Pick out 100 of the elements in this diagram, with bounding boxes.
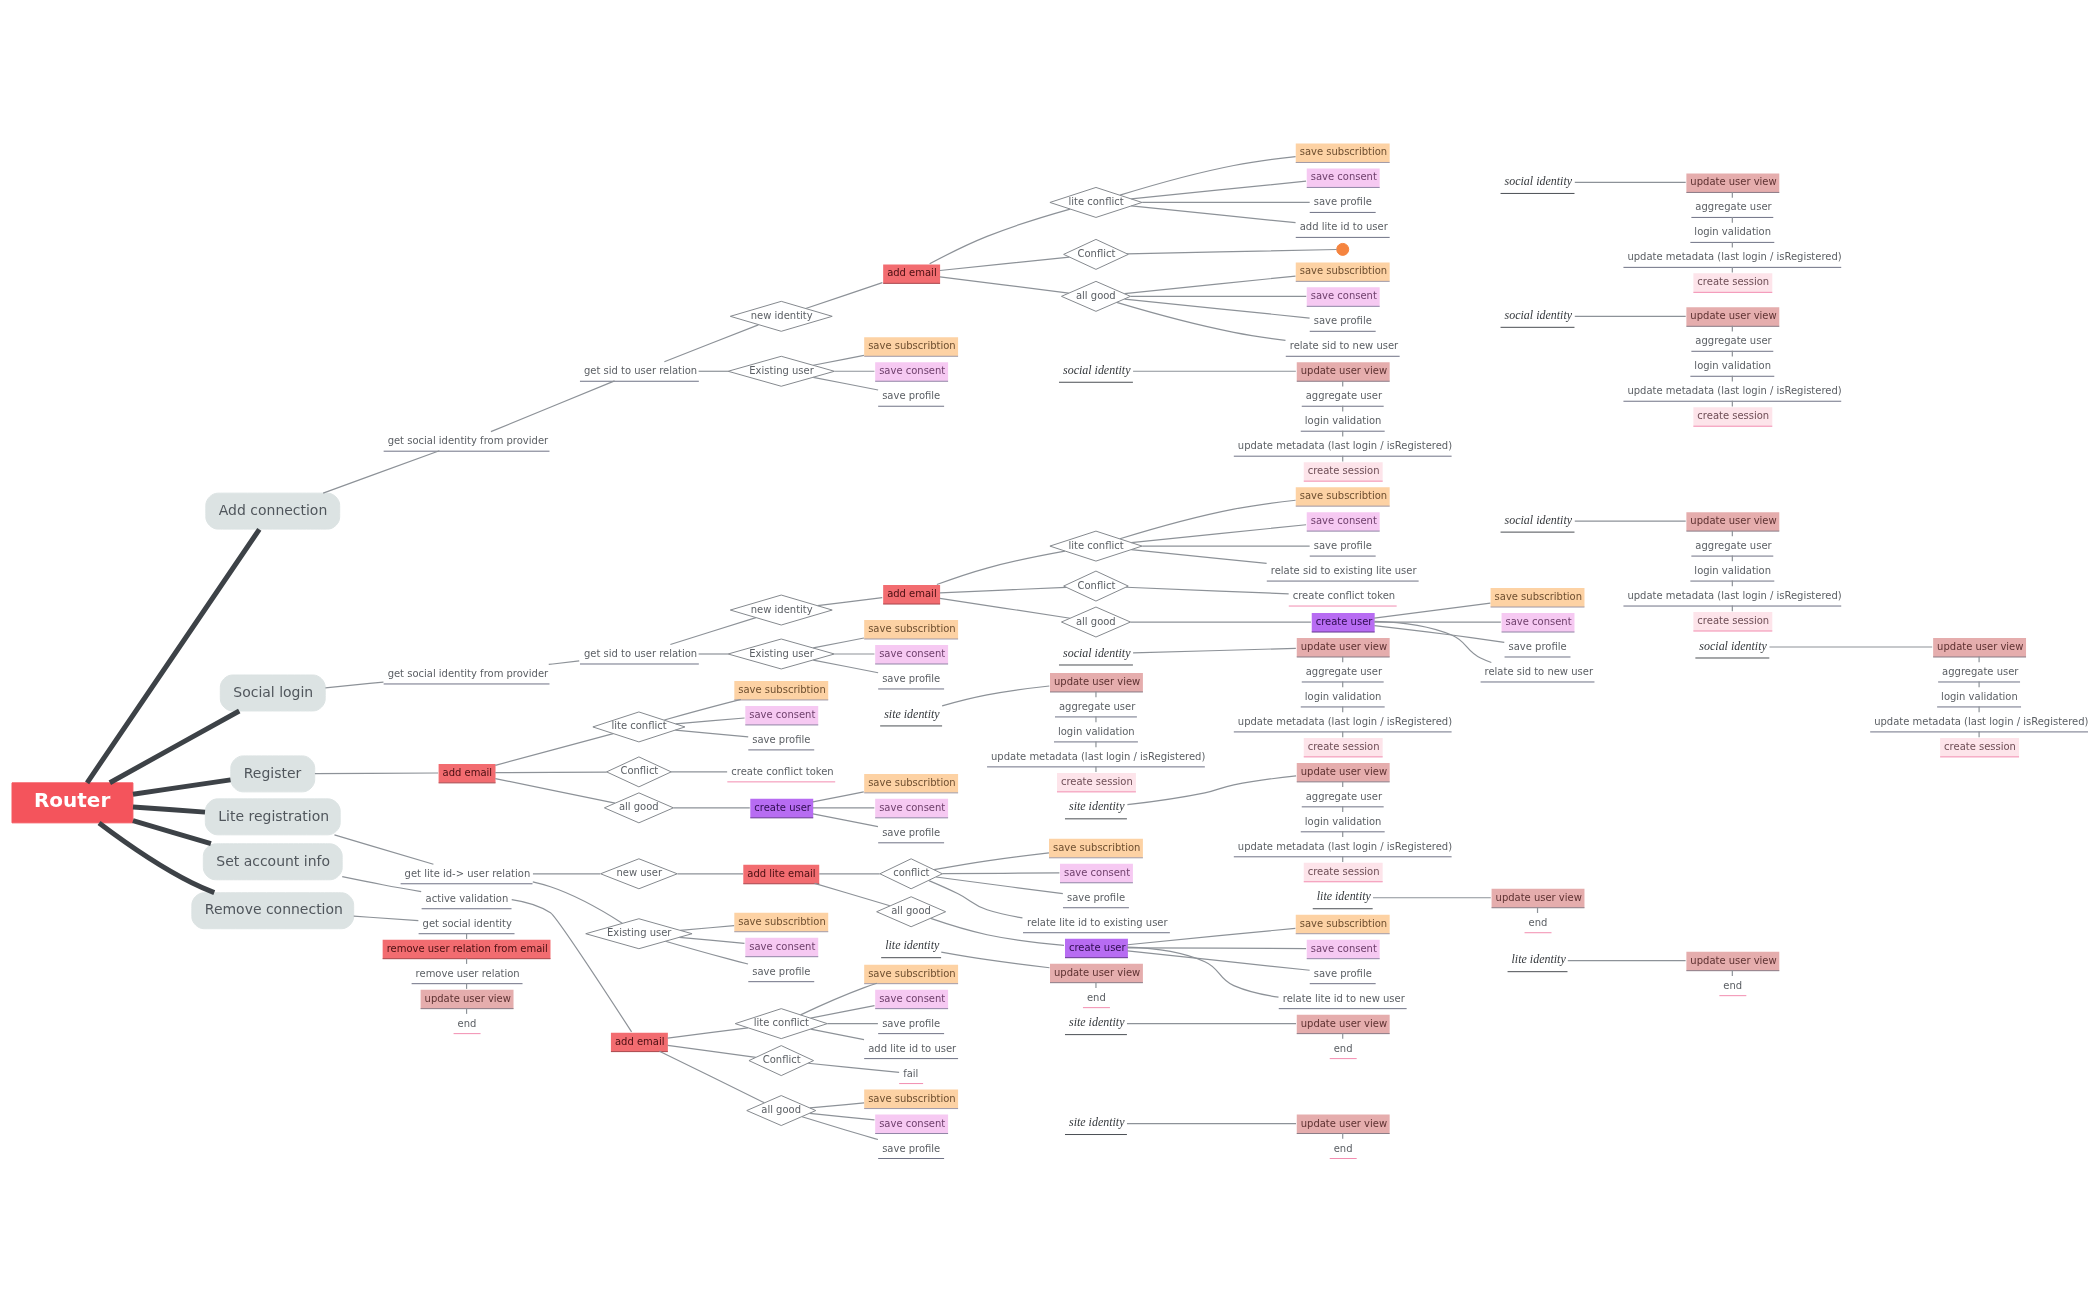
node-text: get social identity from provider xyxy=(387,667,549,679)
node-diamond: lite conflict xyxy=(1049,186,1143,218)
connector xyxy=(1373,624,1505,643)
connector xyxy=(1372,896,1492,898)
connector xyxy=(1095,765,1097,773)
node-diamond: Conflict xyxy=(606,755,672,787)
node-text: login validation xyxy=(1304,815,1382,827)
connector xyxy=(698,652,729,655)
connector xyxy=(676,872,744,874)
connector xyxy=(341,875,422,892)
connector xyxy=(1095,981,1097,988)
node-text: aggregate user xyxy=(1695,334,1772,346)
connector xyxy=(1768,645,1933,648)
connector xyxy=(1119,499,1297,539)
node-text: social identity xyxy=(1062,362,1131,377)
connector xyxy=(1119,155,1297,196)
connector xyxy=(834,652,876,655)
connector xyxy=(809,1112,876,1120)
node-text: end xyxy=(1528,916,1548,928)
node-text: relate sid to existing lite user xyxy=(1270,564,1417,576)
connector xyxy=(511,898,633,1032)
connector xyxy=(936,550,1066,585)
node-text: social identity xyxy=(1699,638,1767,653)
connector xyxy=(1373,620,1502,623)
node-text: save profile xyxy=(752,733,811,745)
node-text: fail xyxy=(903,1067,919,1079)
node-text: save profile xyxy=(1066,891,1126,903)
connector xyxy=(132,804,206,815)
connector xyxy=(1130,523,1307,543)
connector xyxy=(324,681,385,688)
connector xyxy=(812,376,879,391)
node-text: update metadata (last login / isRegistered) xyxy=(1627,250,1842,262)
node-diamond: Existing user xyxy=(727,638,835,669)
node-text: add lite id to user xyxy=(868,1042,957,1054)
node-text: update metadata (last login / isRegistered) xyxy=(1627,384,1842,396)
node-text: save profile xyxy=(1313,314,1372,326)
connector xyxy=(939,255,1070,271)
connector xyxy=(1130,548,1268,564)
connector xyxy=(658,1050,765,1103)
node-text: get social identity from provider xyxy=(387,434,549,446)
node-text: save profile xyxy=(1508,640,1567,652)
connector xyxy=(1129,295,1307,297)
connector xyxy=(132,817,212,846)
connector xyxy=(664,940,749,965)
connector xyxy=(1374,620,1492,663)
connector xyxy=(494,732,614,766)
connector xyxy=(674,729,749,738)
connector xyxy=(1978,680,1980,688)
connector xyxy=(667,1026,749,1039)
connector xyxy=(679,924,735,931)
node-text: active validation xyxy=(425,892,509,904)
node-box: Lite registration xyxy=(204,797,341,835)
connector xyxy=(1126,774,1297,805)
node-text: social identity xyxy=(1504,173,1573,188)
connector xyxy=(494,770,608,773)
node-diamond: Existing user xyxy=(727,355,835,387)
node-diamond: lite conflict xyxy=(734,1007,828,1039)
connector xyxy=(810,1004,876,1019)
connector xyxy=(935,875,1064,894)
connector xyxy=(490,379,616,432)
connector xyxy=(812,658,879,673)
connector xyxy=(939,597,1071,619)
connector xyxy=(1129,620,1312,623)
node-diamond: all good xyxy=(1060,606,1131,637)
node-text: create conflict token xyxy=(1292,589,1396,601)
node-diamond: Conflict xyxy=(1063,570,1129,602)
connector xyxy=(933,851,1050,870)
connector xyxy=(929,207,1071,264)
node-diamond: Conflict xyxy=(1063,238,1129,270)
node-text: social identity xyxy=(1062,645,1131,660)
node-text: lite identity xyxy=(1511,951,1566,966)
node-text: aggregate user xyxy=(1695,539,1772,551)
connector xyxy=(939,275,1070,294)
connector xyxy=(812,812,879,827)
node-diamond: all good xyxy=(603,791,674,823)
connector xyxy=(1141,545,1311,547)
node-box: Add connection xyxy=(205,492,341,530)
connector xyxy=(1978,705,1980,713)
connector xyxy=(670,770,728,772)
node-diamond: all good xyxy=(876,895,947,927)
node-text: update metadata (last login / isRegistered) xyxy=(991,750,1206,762)
connector xyxy=(675,716,746,724)
connector xyxy=(1373,601,1491,619)
node-text: save profile xyxy=(1313,967,1372,979)
connector xyxy=(132,776,231,797)
connector xyxy=(1123,275,1297,294)
connector xyxy=(939,586,1067,593)
node-text: get social identity xyxy=(422,917,512,929)
connector xyxy=(1126,1122,1297,1124)
node-text: site identity xyxy=(884,706,940,721)
node-text: social identity xyxy=(1504,307,1573,322)
connector xyxy=(812,354,865,366)
node-text: create conflict token xyxy=(731,765,834,777)
connector xyxy=(108,708,241,785)
node-diamond: new identity xyxy=(729,300,833,332)
node-diamond: new identity xyxy=(729,594,833,625)
connector xyxy=(941,684,1050,706)
node-text: relate lite id to existing user xyxy=(1027,916,1168,928)
connector xyxy=(1132,370,1297,372)
connector xyxy=(548,659,580,665)
